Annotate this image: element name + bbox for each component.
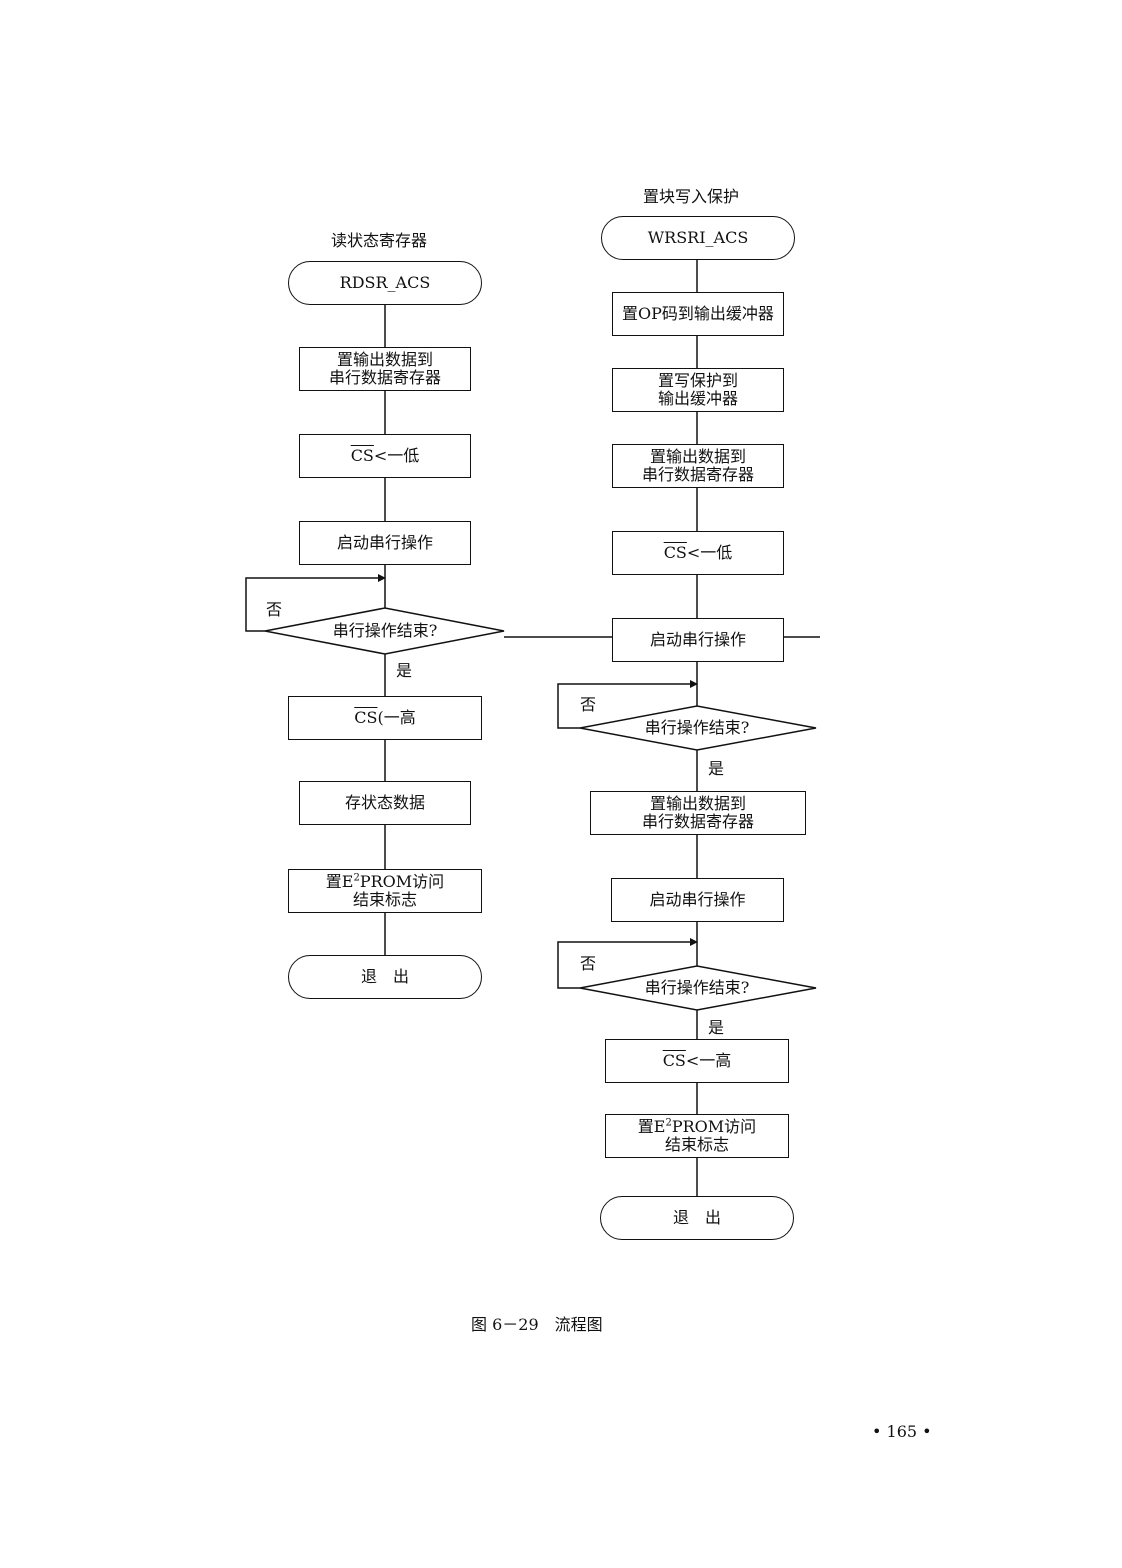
right-flag-prefix: 置E	[637, 1117, 666, 1136]
right-decision-2-diamond	[579, 965, 817, 1011]
right-cs-high-text: <一高	[685, 1051, 732, 1070]
right-set-output-data-box-1: 置输出数据到 串行数据寄存器	[612, 444, 784, 488]
left-cs-high-box: CS(一高	[288, 696, 482, 740]
right-flag-suffix: PROM访问 结束标志	[664, 1117, 757, 1154]
left-cs-low-signal: CS	[350, 446, 374, 465]
right-decision-1-no-label: 否	[580, 695, 597, 714]
left-set-output-data-box: 置输出数据到 串行数据寄存器	[299, 347, 471, 391]
left-flag-superscript: 2	[353, 872, 360, 884]
right-cs-high-signal: CS	[662, 1051, 686, 1070]
left-decision-text: 串行操作结束?	[332, 621, 438, 640]
left-exit-terminal: 退 出	[288, 955, 482, 999]
right-loop-2-line	[557, 941, 693, 989]
left-cs-low-box: CS<一低	[299, 434, 471, 478]
right-cs-low-signal: CS	[663, 543, 687, 562]
left-decision-no-label: 否	[266, 600, 283, 619]
left-cs-high-text: (一高	[377, 708, 416, 727]
figure-caption: 图 6－29 流程图	[471, 1315, 603, 1334]
left-flow-title: 读状态寄存器	[331, 231, 428, 250]
right-decision-2-yes-label: 是	[708, 1018, 725, 1037]
right-set-write-protect-box: 置写保护到 输出缓冲器	[612, 368, 784, 412]
left-loop-line	[245, 577, 381, 632]
right-decision-1-diamond	[579, 705, 817, 751]
left-flag-prefix: 置E	[325, 872, 354, 891]
right-cs-low-text: <一低	[686, 543, 733, 562]
left-start-terminal: RDSR_ACS	[288, 261, 482, 305]
left-cs-high-signal: CS	[354, 708, 378, 727]
right-exit-terminal: 退 出	[600, 1196, 794, 1240]
right-start-terminal: WRSRI_ACS	[601, 216, 795, 260]
left-loop-arrow	[378, 574, 386, 582]
right-set-output-data-box-2: 置输出数据到 串行数据寄存器	[590, 791, 806, 835]
right-flag-superscript: 2	[665, 1117, 672, 1129]
page-number: • 165 •	[872, 1422, 932, 1441]
right-loop-2-arrow	[690, 938, 698, 946]
left-cs-low-text: <一低	[373, 446, 420, 465]
right-set-flag-box: 置E2PROM访问 结束标志	[605, 1114, 789, 1158]
left-flag-suffix: PROM访问 结束标志	[352, 872, 445, 909]
left-decision-yes-label: 是	[396, 661, 413, 680]
right-cs-low-box: CS<一低	[612, 531, 784, 575]
left-store-status-box: 存状态数据	[299, 781, 471, 825]
right-start-serial-box-1: 启动串行操作	[612, 618, 784, 662]
left-decision-diamond	[264, 607, 505, 655]
right-flow-title: 置块写入保护	[643, 187, 740, 206]
left-set-flag-box: 置E2PROM访问 结束标志	[288, 869, 482, 913]
right-decision-1-text: 串行操作结束?	[644, 718, 750, 737]
right-set-op-code-box: 置OP码到输出缓冲器	[612, 292, 784, 336]
right-decision-2-text: 串行操作结束?	[644, 978, 750, 997]
right-start-serial-box-2: 启动串行操作	[611, 878, 784, 922]
right-loop-1-line	[557, 683, 693, 729]
right-cs-high-box: CS<一高	[605, 1039, 789, 1083]
right-decision-1-yes-label: 是	[708, 759, 725, 778]
right-loop-1-arrow	[690, 680, 698, 688]
left-start-serial-box: 启动串行操作	[299, 521, 471, 565]
right-decision-2-no-label: 否	[580, 954, 597, 973]
